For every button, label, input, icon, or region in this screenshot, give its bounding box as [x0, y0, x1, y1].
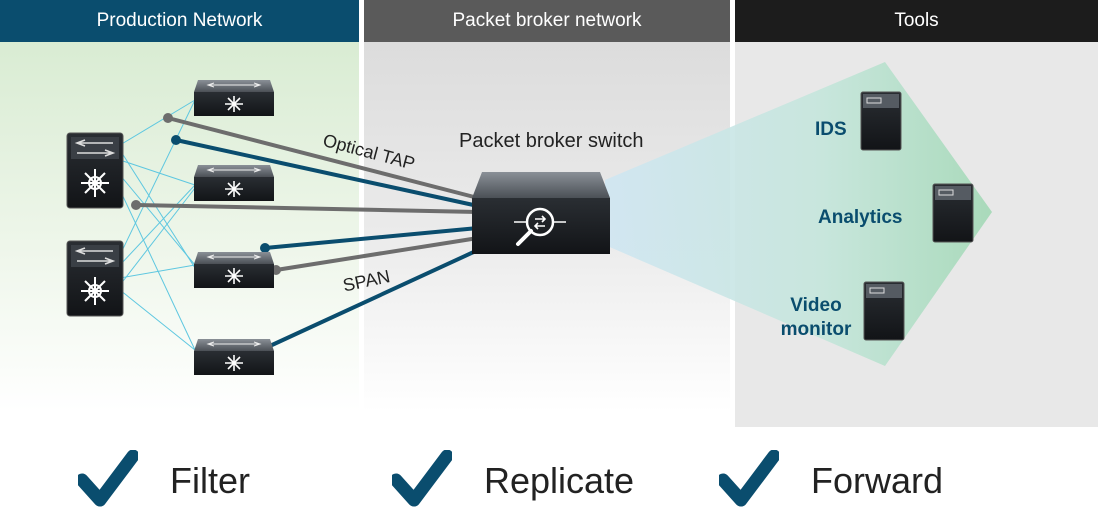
- packet-broker-switch: [472, 172, 610, 254]
- magnifier-icon: [514, 207, 566, 246]
- span-point: [260, 243, 270, 253]
- tap-point: [163, 113, 173, 123]
- core-switch: [66, 132, 124, 209]
- video-monitor-label: Video monitor: [778, 294, 854, 342]
- access-switch: [194, 80, 274, 116]
- checkmark-icon: [719, 450, 779, 507]
- mesh-links: [119, 99, 196, 351]
- tools-header: Tools: [735, 0, 1098, 42]
- production-network-zone: [0, 42, 359, 412]
- video-label-line2: monitor: [780, 319, 852, 340]
- packet-broker-switch-label: Packet broker switch: [459, 130, 644, 152]
- span-links: [174, 138, 480, 347]
- benefit-replicate: Replicate: [484, 460, 635, 501]
- analytics-server: [932, 183, 974, 243]
- access-switch: [194, 252, 274, 288]
- optical-tap-links: [134, 116, 480, 272]
- video-monitor-server: [863, 281, 905, 341]
- ids-label: IDS: [815, 119, 847, 140]
- video-label-line1: Video: [790, 295, 842, 316]
- span-point: [171, 135, 181, 145]
- tap-point: [131, 200, 141, 210]
- benefit-filter: Filter: [170, 460, 250, 501]
- checkmark-icon: [78, 450, 138, 507]
- production-network-header: Production Network: [0, 0, 359, 42]
- checkmark-icon: [392, 450, 452, 507]
- access-switch: [194, 165, 274, 201]
- access-switch: [194, 339, 274, 375]
- benefit-forward: Forward: [811, 460, 944, 501]
- ids-server: [860, 91, 902, 151]
- core-switch: [66, 240, 124, 317]
- analytics-label: Analytics: [818, 207, 903, 228]
- packet-broker-network-header: Packet broker network: [364, 0, 730, 42]
